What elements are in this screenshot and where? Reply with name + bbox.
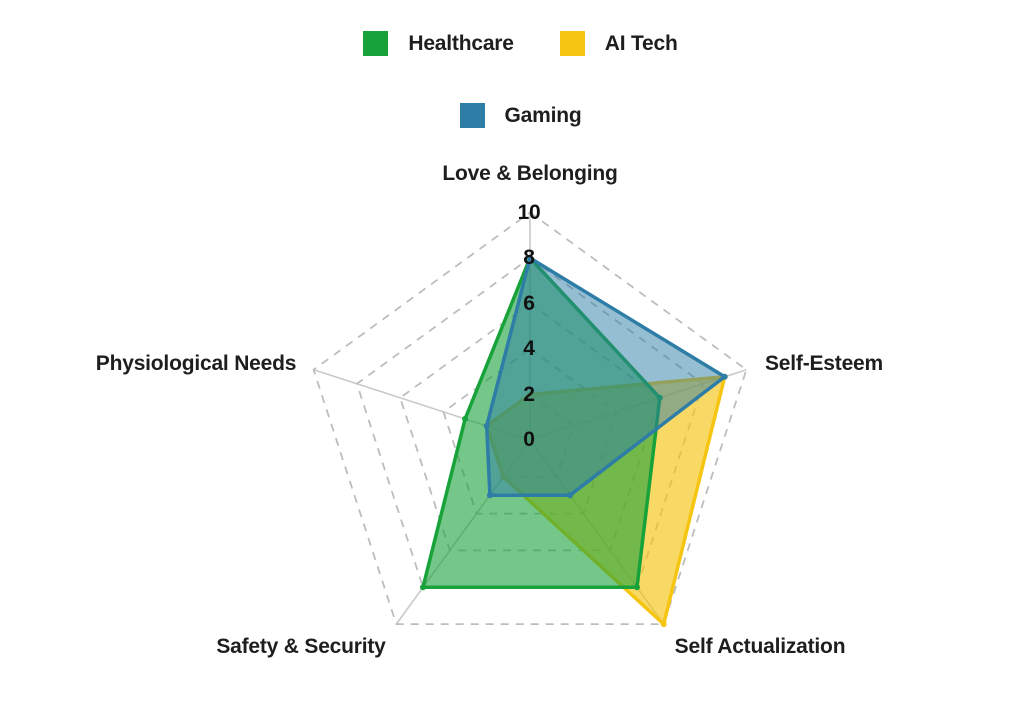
tick-label: 10	[517, 200, 541, 224]
axis-label-self-esteem: Self-Esteem	[764, 352, 884, 375]
tick-label: 4	[523, 337, 535, 360]
legend-label-gaming: Gaming	[504, 103, 582, 127]
legend-item-healthcare[interactable]: Healthcare	[363, 31, 514, 56]
legend-swatch-ai-tech	[559, 31, 585, 56]
legend-swatch-healthcare	[363, 31, 389, 56]
chart-legend: Healthcare AI Tech Gaming	[0, 31, 1025, 128]
axis-label-love-belonging: Love & Belonging	[442, 162, 618, 185]
legend-label-ai-tech: AI Tech	[604, 31, 678, 55]
axis-label-self-actualization: Self Actualization	[674, 635, 846, 658]
legend-row-2: Gaming	[0, 103, 1025, 128]
legend-item-ai-tech[interactable]: AI Tech	[559, 31, 678, 56]
tick-label: 8	[523, 246, 535, 269]
tick-label: 2	[523, 382, 535, 406]
legend-row-1: Healthcare AI Tech	[0, 31, 1025, 56]
axis-label-physiological-needs: Physiological Needs	[95, 352, 297, 375]
tick-label: 0	[523, 428, 535, 451]
legend-item-gaming[interactable]: Gaming	[459, 103, 582, 128]
legend-swatch-gaming	[459, 103, 485, 128]
legend-label-healthcare: Healthcare	[408, 31, 514, 55]
axis-label-safety-security: Safety & Security	[216, 635, 386, 658]
tick-label: 6	[523, 291, 535, 315]
